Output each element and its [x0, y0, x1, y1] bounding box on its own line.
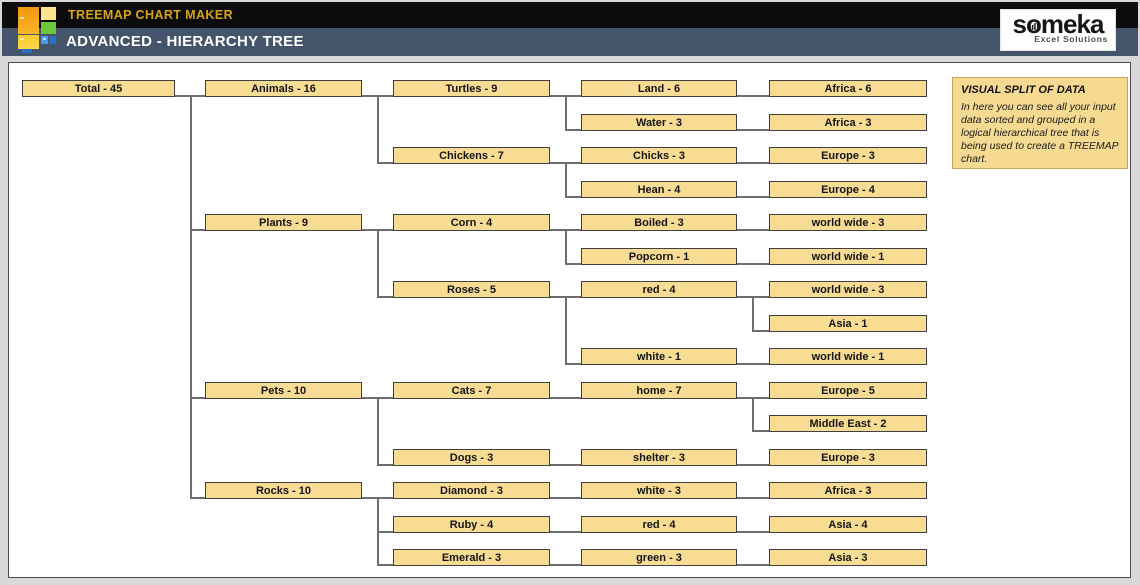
tree-node-hean-4: Hean - 4 — [581, 181, 737, 198]
connector-line — [550, 531, 581, 533]
connector-line — [737, 263, 769, 265]
header-bar — [2, 2, 1138, 28]
tree-node-cats-7: Cats - 7 — [393, 382, 550, 399]
connector-line — [550, 397, 581, 399]
connector-line — [565, 296, 567, 365]
note-title: VISUAL SPLIT OF DATA — [961, 84, 1086, 96]
tree-node-world-wide-3: world wide - 3 — [769, 281, 927, 298]
connector-line — [566, 196, 581, 198]
tree-node-animals-16: Animals - 16 — [205, 80, 362, 97]
tree-node-green-3: green - 3 — [581, 549, 737, 566]
connector-line — [565, 229, 567, 265]
connector-line — [550, 497, 581, 499]
connector-line — [190, 95, 192, 499]
connector-line — [377, 397, 379, 466]
tree-node-asia-1: Asia - 1 — [769, 315, 927, 332]
connector-line — [565, 95, 567, 131]
connector-line — [191, 497, 205, 499]
tree-node-chickens-7: Chickens - 7 — [393, 147, 550, 164]
connector-line — [737, 129, 769, 131]
note-body: In here you can see all your input data … — [961, 101, 1119, 165]
tree-node-asia-4: Asia - 4 — [769, 516, 927, 533]
tree-node-roses-5: Roses - 5 — [393, 281, 550, 298]
subheader-bar — [2, 28, 1138, 56]
tree-node-europe-5: Europe - 5 — [769, 382, 927, 399]
tree-node-shelter-3: shelter - 3 — [581, 449, 737, 466]
tree-node-red-4: red - 4 — [581, 516, 737, 533]
page-title: ADVANCED - HIERARCHY TREE — [66, 33, 304, 50]
tree-node-white-1: white - 1 — [581, 348, 737, 365]
tree-node-total-45: Total - 45 — [22, 80, 175, 97]
tree-node-red-4: red - 4 — [581, 281, 737, 298]
tree-node-diamond-3: Diamond - 3 — [393, 482, 550, 499]
connector-line — [566, 129, 581, 131]
tree-node-rocks-10: Rocks - 10 — [205, 482, 362, 499]
tree-node-ruby-4: Ruby - 4 — [393, 516, 550, 533]
connector-line — [752, 296, 754, 332]
connector-line — [737, 196, 769, 198]
connector-line — [378, 464, 393, 466]
tree-node-africa-6: Africa - 6 — [769, 80, 927, 97]
connector-line — [378, 296, 393, 298]
tree-node-dogs-3: Dogs - 3 — [393, 449, 550, 466]
tree-node-africa-3: Africa - 3 — [769, 114, 927, 131]
connector-line — [377, 229, 379, 298]
connector-line — [191, 229, 205, 231]
connector-line — [737, 162, 769, 164]
tree-node-plants-9: Plants - 9 — [205, 214, 362, 231]
tree-node-europe-3: Europe - 3 — [769, 449, 927, 466]
tree-node-water-3: Water - 3 — [581, 114, 737, 131]
connector-line — [737, 229, 769, 231]
connector-line — [737, 564, 769, 566]
tree-node-europe-4: Europe - 4 — [769, 181, 927, 198]
tree-node-corn-4: Corn - 4 — [393, 214, 550, 231]
tree-node-chicks-3: Chicks - 3 — [581, 147, 737, 164]
tree-node-world-wide-1: world wide - 1 — [769, 348, 927, 365]
tree-node-world-wide-1: world wide - 1 — [769, 248, 927, 265]
tree-node-europe-3: Europe - 3 — [769, 147, 927, 164]
connector-line — [737, 497, 769, 499]
connector-line — [191, 397, 205, 399]
tree-node-emerald-3: Emerald - 3 — [393, 549, 550, 566]
diagram-canvas — [8, 62, 1131, 578]
connector-line — [753, 430, 769, 432]
tree-node-popcorn-1: Popcorn - 1 — [581, 248, 737, 265]
tree-node-africa-3: Africa - 3 — [769, 482, 927, 499]
connector-line — [737, 531, 769, 533]
tree-node-turtles-9: Turtles - 9 — [393, 80, 550, 97]
note-box: VISUAL SPLIT OF DATA In here you can see… — [952, 77, 1128, 169]
tree-node-asia-3: Asia - 3 — [769, 549, 927, 566]
tree-node-world-wide-3: world wide - 3 — [769, 214, 927, 231]
brand-tagline: Excel Solutions — [1034, 34, 1108, 44]
connector-line — [550, 464, 581, 466]
connector-line — [378, 531, 393, 533]
brand-o-chart-icon: o — [1026, 9, 1042, 39]
connector-line — [752, 397, 754, 432]
connector-line — [737, 363, 769, 365]
tree-node-home-7: home - 7 — [581, 382, 737, 399]
connector-line — [737, 95, 769, 97]
tree-node-boiled-3: Boiled - 3 — [581, 214, 737, 231]
connector-line — [737, 464, 769, 466]
connector-line — [550, 564, 581, 566]
tree-node-land-6: Land - 6 — [581, 80, 737, 97]
connector-line — [565, 162, 567, 198]
tree-node-white-3: white - 3 — [581, 482, 737, 499]
connector-line — [753, 330, 769, 332]
connector-line — [566, 263, 581, 265]
connector-line — [377, 95, 379, 164]
tree-node-pets-10: Pets - 10 — [205, 382, 362, 399]
tree-node-middle-east-2: Middle East - 2 — [769, 415, 927, 432]
connector-line — [378, 162, 393, 164]
app-title: TREEMAP CHART MAKER — [68, 8, 234, 22]
connector-line — [566, 363, 581, 365]
connector-line — [378, 564, 393, 566]
treemap-logo-icon — [18, 7, 56, 53]
